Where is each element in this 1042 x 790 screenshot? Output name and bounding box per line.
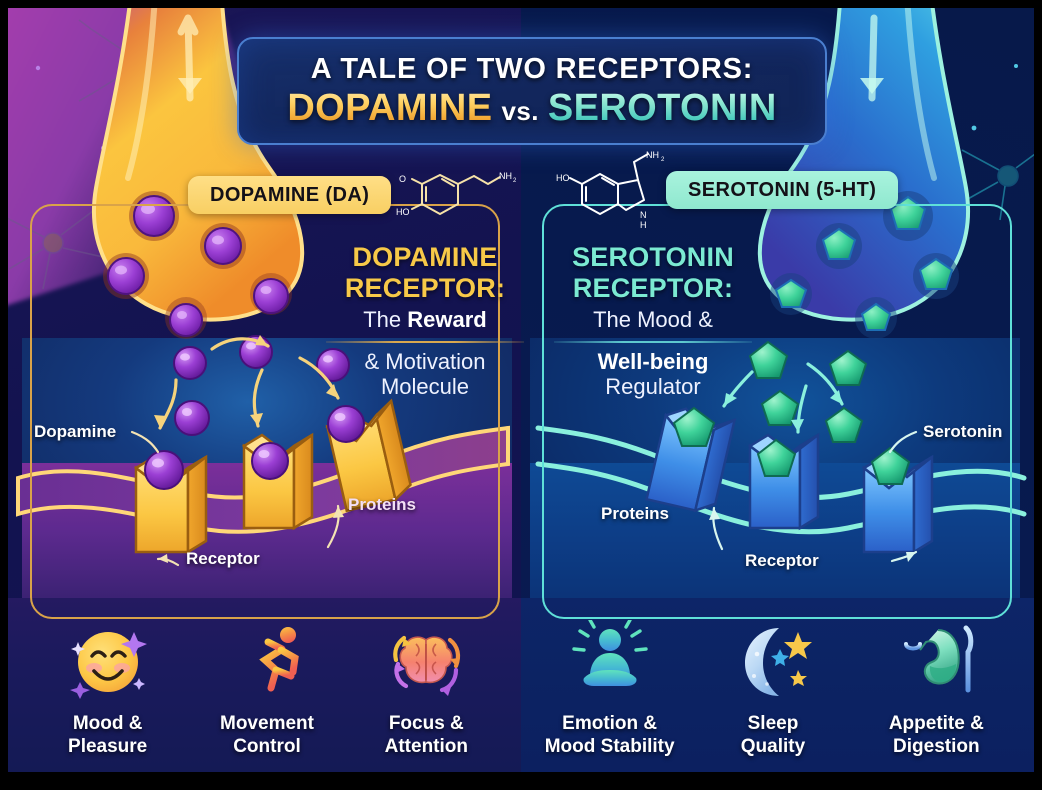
benefit-appetite-digestion: Appetite & Digestion: [861, 620, 1011, 758]
serotonin-subtitle: The Mood &: [593, 307, 713, 332]
title-dopamine-word: DOPAMINE: [287, 86, 493, 129]
svg-text:O: O: [399, 174, 406, 184]
benefit-label: Emotion & Mood Stability: [544, 713, 675, 757]
svg-text:N: N: [640, 210, 647, 220]
dopamine-axon-terminal: [38, 8, 338, 418]
benefit-emotion-mood-stability: Emotion & Mood Stability: [535, 620, 685, 758]
svg-text:NH: NH: [646, 150, 659, 160]
svg-text:HO: HO: [556, 173, 570, 183]
brain-arrows-icon: [380, 620, 472, 704]
benefit-movement-control: Movement Control: [192, 620, 342, 758]
dopamine-pill-label: DOPAMINE (DA): [188, 176, 392, 214]
page-title-line1: A TALE OF TWO RECEPTORS:: [310, 52, 754, 85]
meditating-person-icon: [564, 620, 656, 704]
svg-text:H: H: [640, 220, 647, 230]
benefit-label: Focus & Attention: [384, 713, 468, 757]
benefit-label: Movement Control: [220, 713, 314, 757]
dopamine-subtitle-bold: Reward: [407, 307, 487, 332]
serotonin-subtitle2-line2: Regulator: [605, 373, 701, 399]
svg-text:NH: NH: [499, 171, 512, 181]
dopamine-subtitle: The Reward: [310, 307, 540, 333]
serotonin-subtitle2-bold: Well-being: [597, 348, 709, 374]
dopamine-subtitle-plain: The: [363, 307, 408, 332]
serotonin-divider-rule: [554, 340, 752, 343]
benefit-label: Sleep Quality: [740, 713, 806, 757]
label-receptor-right: Receptor: [745, 551, 819, 570]
title-serotonin-word: SEROTONIN: [547, 86, 777, 129]
label-serotonin: Serotonin: [923, 422, 1003, 441]
svg-text:2: 2: [661, 157, 665, 163]
dopamine-divider-rule: [326, 340, 524, 343]
serotonin-subtitle2-line1: Well-being: [538, 348, 768, 375]
dopamine-heading-line1: DOPAMINE: [352, 242, 498, 272]
label-receptor-left: Receptor: [186, 549, 260, 568]
dopamine-heading-line2: RECEPTOR:: [344, 272, 506, 303]
benefit-mood-pleasure: Mood & Pleasure: [33, 620, 183, 758]
title-vs-word: vs.: [501, 95, 539, 126]
dopamine-benefits-row: Mood & Pleasure: [28, 620, 506, 758]
crescent-moon-stars-icon: [727, 620, 819, 704]
label-dopamine: Dopamine: [34, 422, 117, 441]
dopamine-heading-block: DOPAMINE RECEPTOR: The Reward & Motivati…: [310, 242, 540, 400]
svg-text:2: 2: [513, 178, 516, 184]
serotonin-heading-block: SEROTONIN RECEPTOR: The Mood & Well-bein…: [538, 242, 768, 400]
serotonin-structure-icon: HO NH 2 N H: [556, 148, 681, 230]
serotonin-pill-label: SEROTONIN (5-HT): [666, 171, 899, 209]
infographic-frame: A TALE OF TWO RECEPTORS: DOPAMINE vs. SE…: [8, 8, 1034, 772]
page-title-line2: DOPAMINE vs. SEROTONIN: [287, 87, 776, 130]
serotonin-heading-line2: RECEPTOR:: [572, 272, 734, 303]
stomach-cutlery-icon: [890, 620, 982, 704]
smiley-face-icon: [62, 620, 154, 704]
benefit-focus-attention: Focus & Attention: [351, 620, 501, 758]
benefit-sleep-quality: Sleep Quality: [698, 620, 848, 758]
serotonin-benefits-row: Emotion & Mood Stability: [528, 620, 1018, 758]
running-person-icon: [221, 620, 313, 704]
serotonin-heading-line1: SEROTONIN: [572, 242, 734, 272]
label-proteins-right: Proteins: [601, 504, 670, 523]
benefit-label: Appetite & Digestion: [888, 713, 984, 757]
title-badge: A TALE OF TWO RECEPTORS: DOPAMINE vs. SE…: [237, 37, 827, 145]
dopamine-subtitle2-line2: Molecule: [380, 373, 470, 399]
label-proteins-left: Proteins: [348, 495, 417, 514]
benefit-label: Mood & Pleasure: [68, 713, 148, 757]
dopamine-subtitle2-line1: & Motivation: [364, 348, 486, 374]
serotonin-axon-terminal: [724, 8, 1024, 418]
svg-text:HO: HO: [396, 207, 410, 217]
dopamine-structure-icon: O HO NH 2: [396, 168, 516, 230]
